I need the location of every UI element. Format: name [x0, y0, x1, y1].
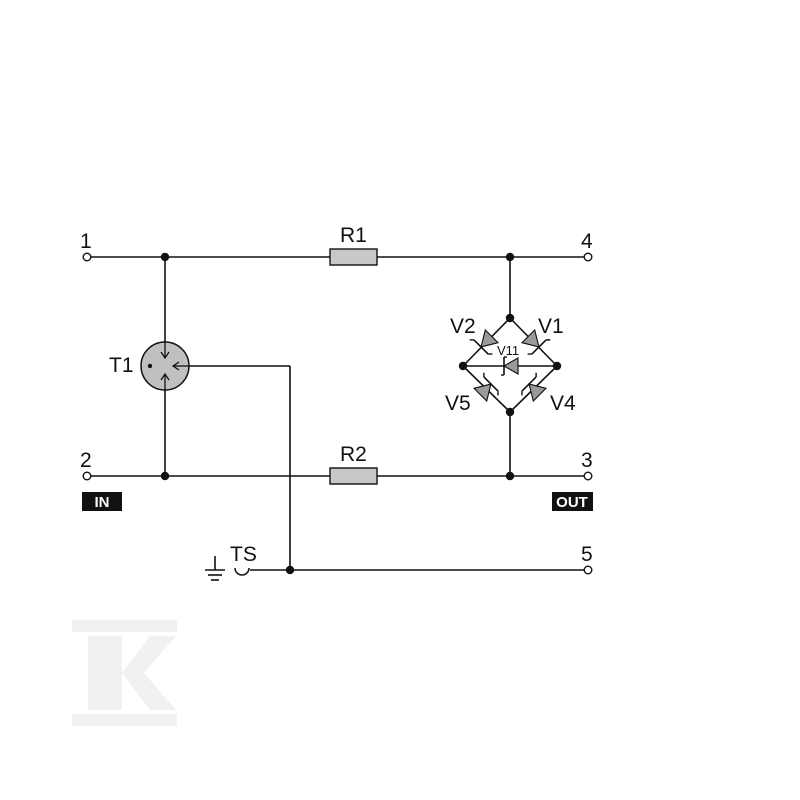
- diode-v1-label: V1: [538, 315, 564, 338]
- resistor-r1-label: R1: [340, 224, 367, 247]
- resistor-r2: R2: [329, 443, 378, 485]
- diode-v2: [469, 328, 500, 355]
- terminal-3-label: 3: [581, 449, 593, 472]
- diode-v4: [521, 372, 548, 403]
- terminal-1-label: 1: [80, 230, 92, 253]
- in-tag-label: IN: [95, 494, 110, 511]
- tube-t1-label: T1: [109, 354, 134, 377]
- resistor-r2-label: R2: [340, 443, 367, 466]
- terminal-4-label: 4: [581, 230, 593, 253]
- resistor-r1: R1: [329, 224, 378, 266]
- terminal-5-label: 5: [581, 543, 593, 566]
- diode-v5: [472, 372, 499, 403]
- thermal-switch-label: TS: [230, 543, 257, 566]
- diode-v1: [520, 328, 551, 355]
- out-tag: OUT: [552, 492, 593, 511]
- terminal-2-label: 2: [80, 449, 92, 472]
- diode-v5-label: V5: [445, 392, 471, 415]
- ground-symbol: [205, 556, 225, 581]
- diode-v11: [501, 356, 519, 376]
- diode-v4-label: V4: [550, 392, 576, 415]
- gas-discharge-tube-t1: T1: [109, 341, 190, 391]
- out-tag-label: OUT: [556, 494, 588, 511]
- in-tag: IN: [82, 492, 122, 511]
- terminal-5: 5: [581, 543, 593, 575]
- terminal-3: 3: [581, 449, 593, 481]
- junctions: [160, 252, 562, 575]
- watermark-logo: [72, 620, 177, 726]
- diode-v11-label: V11: [497, 343, 519, 358]
- terminal-4: 4: [581, 230, 593, 262]
- terminal-1: 1: [80, 230, 92, 262]
- diode-bridge: V1 V2 V5 V4 V11: [445, 315, 576, 415]
- diode-v2-label: V2: [450, 315, 476, 338]
- terminal-2: 2: [80, 449, 92, 481]
- thermal-switch-ts: TS: [230, 543, 257, 576]
